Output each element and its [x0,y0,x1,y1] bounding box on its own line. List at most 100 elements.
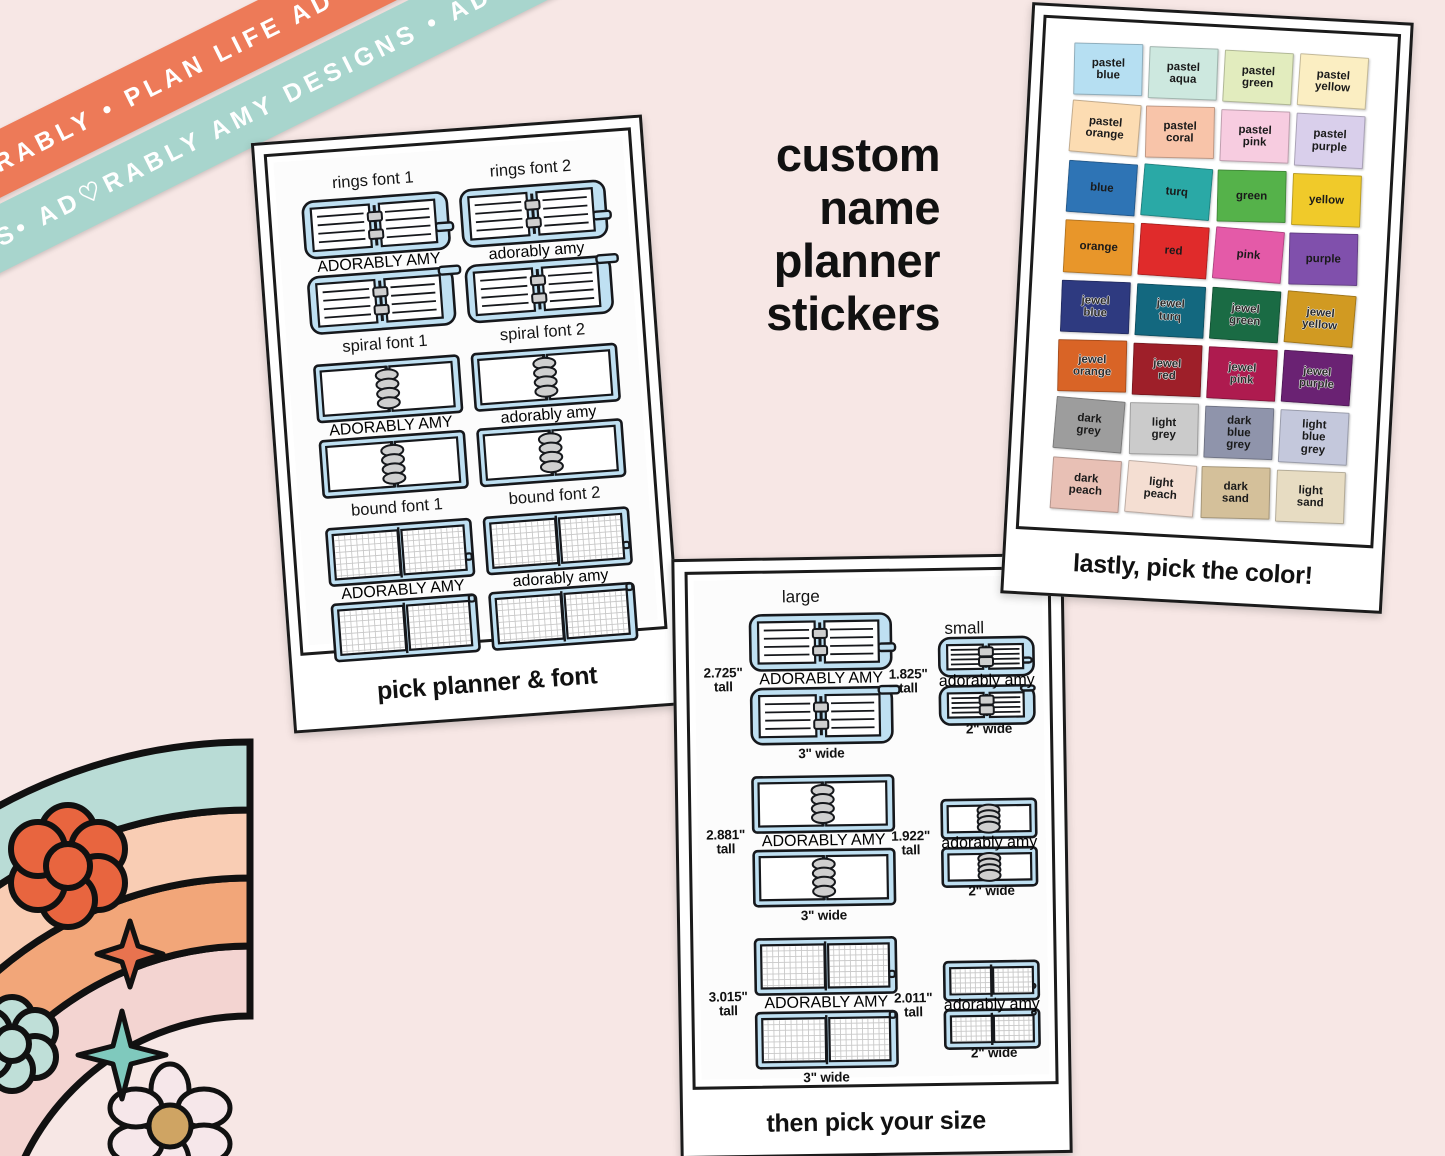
svg-text:adorably amy: adorably amy [939,672,1035,691]
color-swatch-pink[interactable]: pink [1211,226,1286,285]
dim-small-tall-bound: 2.011"tall [893,990,933,1020]
font-option-label: bound font 2 [508,483,601,508]
size-row-rings: ADORABLY AMY adorably amy 2.725"tall 3" wid… [694,603,1044,768]
color-swatch-purple[interactable]: purple [1288,232,1359,287]
size-sticker-small-rings: adorably amy [937,635,1036,726]
sticker-preview-bound-block: ADORABLY AMY [322,514,484,665]
tan-center-daisy [107,1061,233,1156]
color-swatch-orange[interactable]: orange [1062,219,1135,276]
font-option-rings-font-2[interactable]: rings font 2 adorably amy [454,154,619,327]
size-sticker-large-rings: ADORABLY AMY [746,610,901,748]
title-line-3: planner [773,234,941,288]
color-panel-caption: lastly, pick the color! [1072,549,1314,591]
color-swatch-green[interactable]: green [1216,169,1287,224]
size-panel-caption: then pick your size [766,1106,987,1138]
dim-small-tall-rings: 1.825"tall [888,666,928,696]
mint-flower [0,994,59,1094]
svg-text:adorably amy: adorably amy [941,834,1037,853]
sticker-preview-bound-script: adorably amy [480,503,642,654]
font-option-bound-font-2[interactable]: bound font 2 adorably amy [478,481,641,654]
sticker-preview-spiral-block: ADORABLY AMY [310,351,472,502]
size-sticker-large-bound: ADORABLY AMY [751,934,901,1072]
dim-large-wide-spiral: 3" wide [800,907,848,924]
sticker-preview-spiral-script: adorably amy [468,340,630,491]
color-swatch-yellow[interactable]: yellow [1291,172,1362,228]
color-swatch-red[interactable]: red [1137,222,1210,280]
size-rows-container: ADORABLY AMY adorably amy 2.725"tall 3" wid… [694,575,1042,1085]
dim-large-wide-rings: 3" wide [798,745,845,762]
dim-small-tall-spiral: 1.922"tall [891,828,931,858]
sparkle-orange-diamond [94,918,166,990]
color-swatch-blue[interactable]: blue [1065,159,1139,217]
svg-text:adorably amy: adorably amy [500,403,597,427]
size-row-bound: ADORABLY AMY adorably amy 3.015"tall 3" wid… [699,927,1049,1092]
dim-small-wide-spiral: 2" wide [968,882,1015,899]
svg-text:adorably amy: adorably amy [944,996,1040,1015]
dim-large-wide-bound: 3" wide [803,1069,850,1086]
font-option-label: spiral font 2 [499,320,586,345]
font-option-label: spiral font 1 [341,331,429,356]
font-option-label: rings font 2 [489,156,572,181]
size-sticker-large-spiral: ADORABLY AMY [749,772,899,910]
sparkle-teal-star [75,1008,169,1102]
sticker-preview-rings-script: adorably amy [456,176,619,327]
title-line-2: name [819,181,940,235]
svg-text:adorably amy: adorably amy [488,239,585,263]
color-swatch-turq[interactable]: turq [1140,163,1214,222]
font-option-label: bound font 1 [350,494,444,520]
dim-large-tall-rings: 2.725"tall [703,665,743,695]
sticker-preview-rings-block: ADORABLY AMY [298,188,462,339]
size-sticker-small-spiral: adorably amy [940,797,1039,888]
size-row-spiral: ADORABLY AMY adorably amy 2.881"tall 3" wid… [697,765,1047,930]
page-title: custom name planner stickers [700,128,940,340]
font-option-spiral-font-2[interactable]: spiral font 2 adorably amy [466,318,629,491]
dim-small-wide-rings: 2" wide [965,720,1013,737]
svg-text:adorably amy: adorably amy [512,566,609,590]
dim-large-tall-spiral: 2.881"tall [706,826,746,857]
size-col-header-large: large [781,586,820,607]
svg-text:ADORABLY AMY: ADORABLY AMY [762,831,886,850]
title-line-1: custom [775,128,941,181]
svg-text:ADORABLY AMY: ADORABLY AMY [764,993,888,1012]
orange-flower [8,802,128,930]
svg-text:ADORABLY AMY: ADORABLY AMY [759,669,883,688]
dim-small-wide-bound: 2" wide [970,1044,1018,1061]
dim-large-tall-bound: 3.015"tall [708,988,748,1019]
font-panel-caption: pick planner & font [375,661,599,706]
